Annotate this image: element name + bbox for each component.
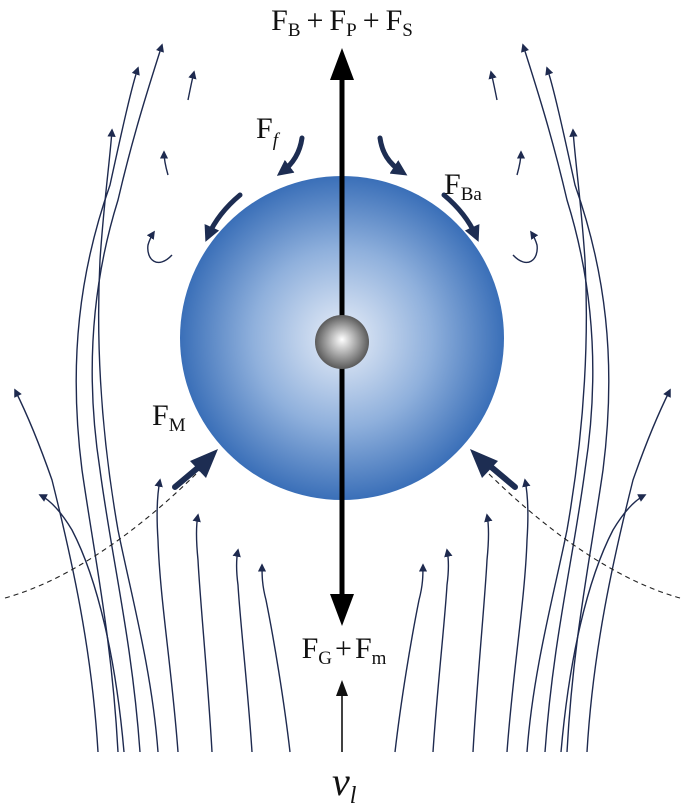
streamline xyxy=(91,43,164,753)
streamline xyxy=(232,548,253,753)
streamline xyxy=(14,388,99,753)
streamline xyxy=(192,513,213,753)
friction-arrow-1 xyxy=(276,135,305,176)
streamline xyxy=(394,563,428,753)
streamline xyxy=(38,494,125,753)
streamline xyxy=(512,230,539,264)
magnus-arrow-left xyxy=(172,449,218,490)
magnus-force-label: FM xyxy=(152,399,186,436)
streamline xyxy=(187,70,197,101)
gravity-force-arrow xyxy=(330,338,354,626)
inflow-velocity-arrow xyxy=(336,680,348,752)
streamline xyxy=(146,230,173,264)
friction-force-label: Ff xyxy=(256,112,281,151)
streamline xyxy=(521,43,594,753)
streamline xyxy=(488,70,498,101)
streamline xyxy=(432,548,453,753)
streamline xyxy=(75,66,140,753)
basset-force-label: FBa xyxy=(444,168,482,205)
down-arrowhead-icon xyxy=(330,594,354,626)
bottom-force-label: FG+Fm xyxy=(302,632,387,669)
buoyancy-force-arrow xyxy=(330,48,354,338)
basset-arrow-2 xyxy=(441,192,480,242)
velocity-label: vl xyxy=(332,759,357,807)
streamline xyxy=(506,478,531,753)
basset-arrow-1 xyxy=(377,135,408,176)
arrowhead-icon xyxy=(470,449,498,478)
core-particle xyxy=(315,315,369,369)
streamline xyxy=(257,563,291,753)
top-force-label: FB+FP+FS xyxy=(271,4,413,41)
friction-arrow-2 xyxy=(204,192,243,242)
streamline xyxy=(560,494,647,753)
streamline xyxy=(97,128,159,753)
streamline xyxy=(472,513,493,753)
magnus-arrow-right xyxy=(470,449,518,490)
streamline xyxy=(526,128,588,753)
streamlines-right xyxy=(394,43,671,753)
streamline xyxy=(159,150,169,176)
streamline xyxy=(154,478,179,753)
up-arrowhead-icon xyxy=(330,48,354,80)
small-up-arrowhead-icon xyxy=(336,680,348,696)
streamline xyxy=(516,150,526,176)
arrowhead-icon xyxy=(190,449,218,478)
streamline xyxy=(545,66,610,753)
streamline xyxy=(586,388,671,753)
dashed-curve-left xyxy=(4,469,201,599)
dashed-curve-right xyxy=(484,469,681,599)
streamlines-left xyxy=(14,43,291,753)
